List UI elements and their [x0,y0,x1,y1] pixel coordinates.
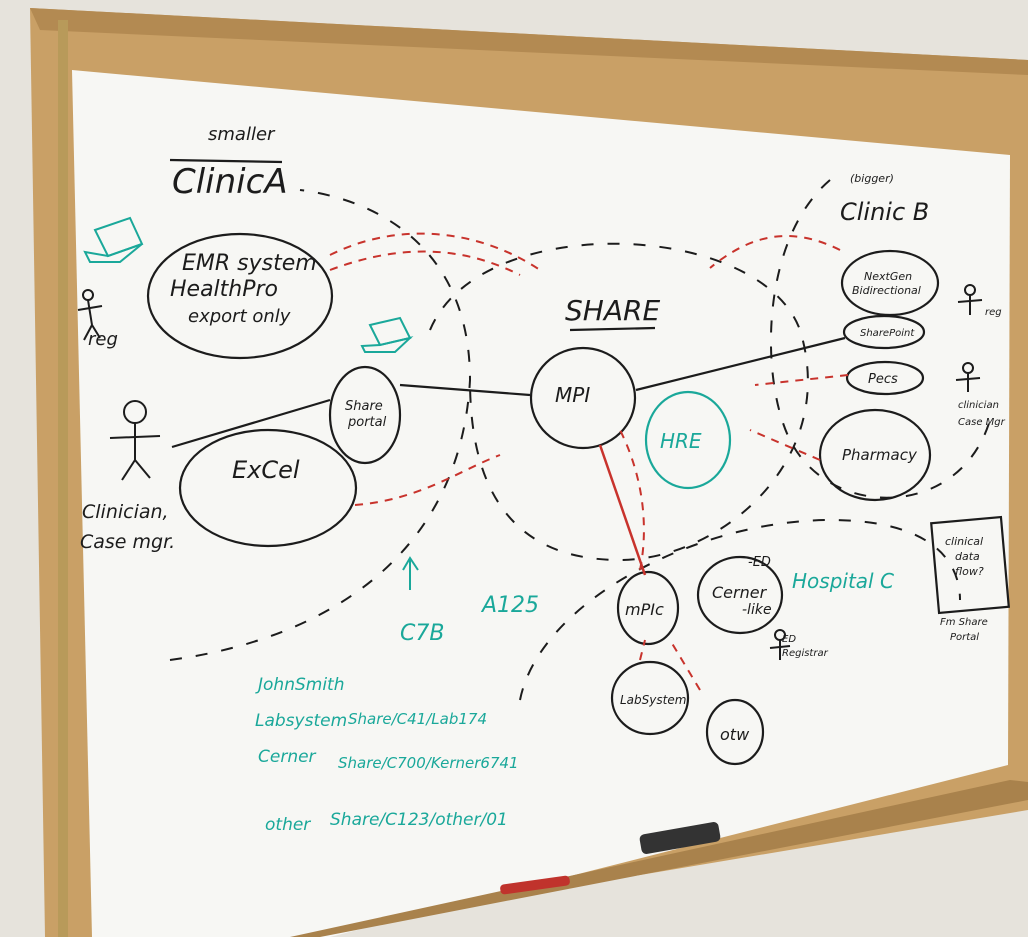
clinician-to-portal-line [171,398,331,449]
clinic-a-title: ClinicA [172,162,288,202]
cerner-label-2: -like [742,602,772,618]
sharepoint-ellipse [842,314,926,350]
laptop-icon-portal [360,316,414,353]
id-row3-right: Share/C700/Kerner6741 [338,754,519,772]
emr-label-3: export only [188,306,291,327]
emr-label-1: EMR system [182,251,317,276]
excel-ellipse [178,428,358,548]
note-line-5: Portal [950,632,979,643]
ed-registrar-label-2: Registrar [782,648,829,659]
share-underline [569,326,656,332]
pecs-label: Pecs [868,372,898,387]
excel-to-share-arrow [354,454,501,506]
share-boundary [429,242,809,562]
marker-tray [290,780,1028,937]
sharepoint-label: SharePoint [860,328,915,339]
nextgen-ellipse [840,249,940,317]
mpic-label: mPIc [625,600,664,619]
id-row2-left: Labsystem [255,711,347,731]
laptop-icon-emr [83,216,144,263]
cerner-ellipse [696,555,784,635]
id-row2-right: Share/C41/Lab174 [348,710,487,728]
note-line-4: Fm Share [940,617,988,628]
nextgen-label-1: NextGen [864,270,912,283]
clinic-a-underline [169,158,283,164]
share-title: SHARE [565,294,660,327]
mpic-ellipse [616,570,680,646]
nextgen-label-2: Bidirectional [852,284,921,297]
up-arrow-icon [402,556,419,590]
hospital-c-title: Hospital C [792,569,894,593]
clinician-figure-a [109,400,161,481]
clinician-label-b-2: Case Mgr [958,417,1006,428]
reg-label-b: reg [985,307,1002,318]
clinician-label-b-1: clinician [958,400,999,411]
note-line-3: flow? [955,565,984,578]
ed-label: -ED [748,555,771,570]
board-surface [72,70,1010,937]
clinic-b-size-note: (bigger) [850,172,894,185]
mpi-to-sharepoint-line [635,336,846,392]
cerner-label-1: Cerner [712,583,768,602]
share-portal-label-2: portal [347,415,387,430]
note-line-2: data [955,550,980,563]
id-row4-left: other [265,815,311,835]
id-a125: A125 [480,593,539,618]
id-c7b: C7B [400,621,444,646]
eraser [639,821,721,855]
pharmacy-to-share-arrow [749,429,821,461]
mpic-to-mpi-dashed [619,429,645,571]
hre-ellipse [644,390,732,490]
share-portal-label-1: Share [345,399,383,414]
clinic-b-boundary [769,179,991,499]
emr-ellipse [146,232,334,360]
note-line-1: clinical [945,535,983,548]
pharmacy-ellipse [818,408,932,502]
nextgen-to-share-arrow [709,235,841,269]
clinic-b-title: Clinic B [840,198,929,226]
mpi-to-mpic-line [598,444,647,576]
hospital-c-boundary [519,518,961,701]
id-row3-left: Cerner [258,747,317,767]
pecs-to-share-arrow [754,374,849,386]
note-box [930,515,1010,615]
hre-label: HRE [660,429,702,453]
reg-figure-b [957,284,983,315]
clinic-a-size-note: smaller [208,124,276,145]
hinge-strip [58,20,68,937]
ed-registrar-figure [769,629,791,660]
lab-system-label: LabSystem [620,693,686,707]
excel-label: ExCel [232,456,300,484]
mpi-label: MPI [555,383,590,407]
ed-registrar-label-1: ED [782,634,796,645]
portal-to-mpi-line [399,383,531,397]
emr-label-2: HealthPro [170,277,278,302]
emr-to-share-arrow [329,232,541,271]
clinician-label-a-2: Case mgr. [80,531,175,553]
reg-label-a: reg [88,329,118,350]
otw-label: otw [720,725,750,744]
mpi-ellipse [529,346,637,450]
id-row1-left: JohnSmith [255,675,344,695]
otw-ellipse [705,698,765,766]
clinician-label-a-1: Clinician, [82,501,169,523]
reg-figure-a [77,289,103,341]
id-row4-right: Share/C123/other/01 [330,810,508,830]
lab-system-ellipse [610,660,690,736]
pharmacy-label: Pharmacy [842,446,918,464]
share-portal-ellipse [328,365,402,465]
marker [500,875,570,895]
pecs-ellipse [845,360,925,396]
clinician-figure-b [955,362,981,392]
